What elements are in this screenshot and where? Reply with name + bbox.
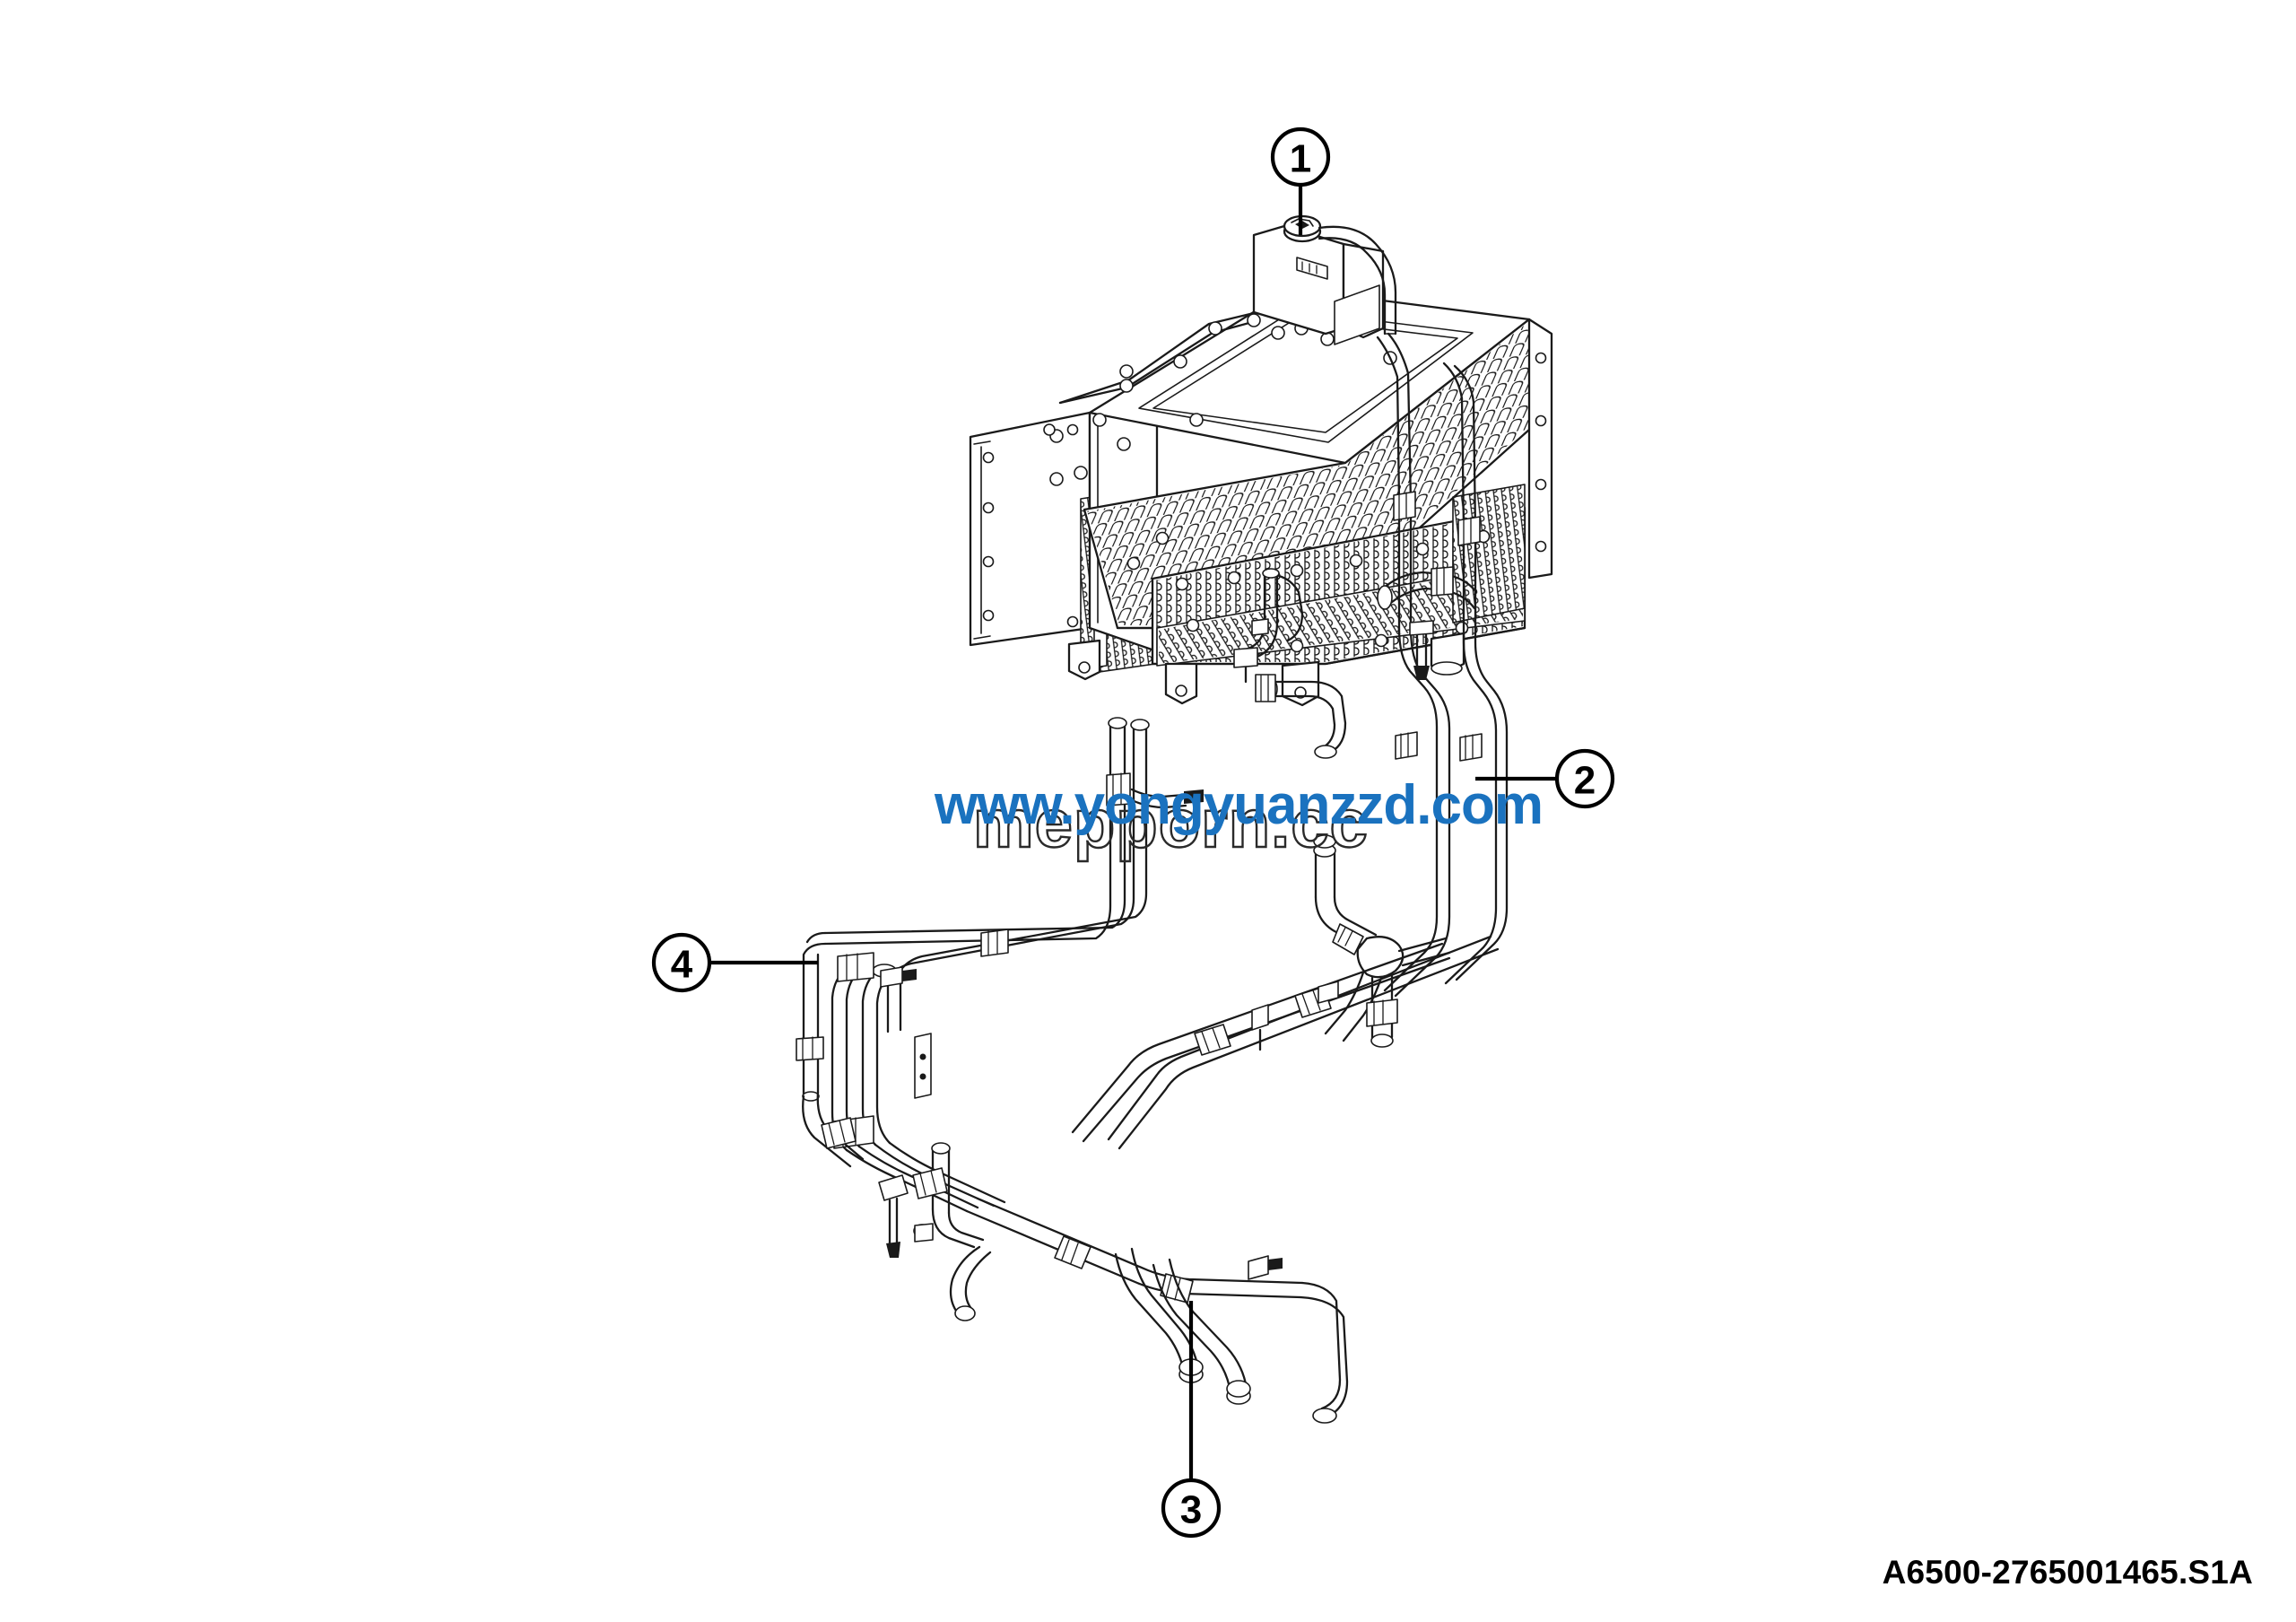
callout-2-label: 2	[1574, 759, 1596, 803]
long-pipe-run-upper	[796, 717, 1150, 1102]
lower-hose-terminal-group	[878, 1142, 1349, 1424]
hose-clamp	[1395, 731, 1418, 760]
hose-clamp	[912, 1167, 948, 1199]
hose-clamp	[1459, 733, 1483, 762]
hose-clamp	[1194, 1024, 1231, 1056]
long-pipe-run-lower	[1071, 935, 1500, 1150]
cooler-right-end-plate	[1527, 318, 1553, 580]
callout-layer: 1 2 3 4	[651, 126, 1615, 1539]
tank-overflow-hose	[1318, 225, 1397, 336]
hose-clamp	[1106, 772, 1131, 807]
upper-junction-hoses	[1233, 566, 1478, 759]
callout-3[interactable]: 3	[1161, 1301, 1222, 1539]
hose-network	[796, 332, 1509, 1424]
hose-clamp	[796, 1036, 824, 1061]
hose-clamp	[1366, 998, 1398, 1027]
hose-clamp	[1255, 674, 1276, 702]
part-number-label: A6500-2765001465.S1A	[1882, 1554, 2253, 1591]
hose-clamp	[1431, 566, 1454, 597]
callout-1[interactable]: 1	[1270, 126, 1331, 235]
hose-clamp	[980, 929, 1009, 957]
cooler-top-face	[1043, 287, 1531, 486]
callout-3-label: 3	[1180, 1488, 1202, 1532]
left-hose-bundle	[831, 952, 1006, 1213]
callout-2[interactable]: 2	[1475, 748, 1615, 809]
hose-clamp	[821, 1117, 857, 1149]
hose-clamp	[1457, 516, 1481, 546]
hose-clamp	[837, 952, 874, 982]
cooler-mounting-feet	[1067, 639, 1320, 707]
hose-clamp	[1332, 923, 1364, 955]
hose-clamp	[1054, 1235, 1091, 1269]
cooler-outlet-ports	[1430, 632, 1465, 676]
callout-1-label: 1	[1290, 137, 1311, 181]
hose-clamp	[1393, 491, 1416, 521]
cooler-left-drain-fitting	[1106, 772, 1204, 809]
center-t-junction	[1313, 834, 1451, 1048]
callout-4[interactable]: 4	[651, 932, 818, 993]
cooler-front-rail-bolts	[1126, 529, 1491, 653]
callout-4-label: 4	[671, 943, 693, 987]
cooler-left-end-plate	[969, 411, 1091, 647]
far-left-descent	[802, 1091, 865, 1168]
